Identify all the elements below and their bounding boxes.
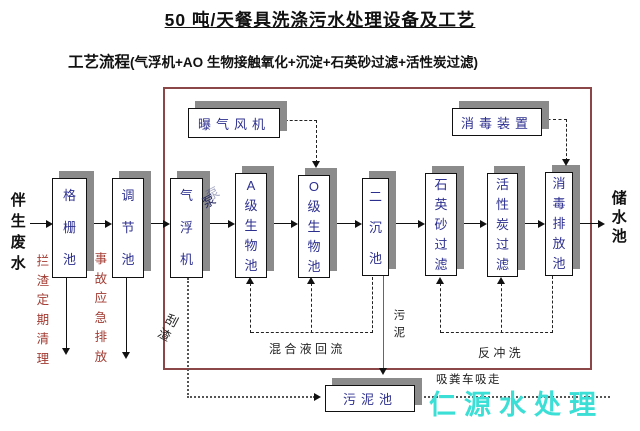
box-activated-carbon-filter: 活性炭过滤 xyxy=(487,173,518,277)
flow-arrowhead xyxy=(598,220,605,228)
aeration-arrowhead xyxy=(312,161,320,168)
watermark-logo-text: 仁源水处理 xyxy=(429,390,604,420)
flow-line xyxy=(518,223,539,224)
suction-note: 吸粪车吸走 xyxy=(436,374,501,386)
subtitle-detail: (气浮机+AO 生物接触氧化+沉淀+石英砂过滤+活性炭过滤) xyxy=(130,55,479,70)
backwash-label: 反 冲 洗 xyxy=(478,346,521,360)
box-aeration-blower-label: 曝气风机 xyxy=(197,116,270,132)
box-a-bio-tank: A级生物池 xyxy=(235,173,267,278)
drain-arrowhead xyxy=(122,352,130,359)
box-quartz-sand-filter: 石英砂过滤 xyxy=(425,173,457,276)
return-dashed-line xyxy=(250,283,251,333)
flow-line xyxy=(144,223,164,224)
box-aeration-blower: 曝气风机 xyxy=(188,108,280,138)
backwash-dashed-line xyxy=(552,276,553,333)
box-secondary-sedimentation: 二沉池 xyxy=(362,178,389,276)
box-disinfection-device: 消毒装置 xyxy=(452,108,542,136)
flow-arrowhead xyxy=(163,220,170,228)
backwash-dashed-line xyxy=(440,283,441,333)
disinfection-dashed-line xyxy=(542,119,567,120)
scum-dotted-line xyxy=(187,396,315,398)
process-subtitle: 工艺流程(气浮机+AO 生物接触氧化+沉淀+石英砂过滤+活性炭过滤) xyxy=(68,50,478,72)
box-regulating-tank: 调节池 xyxy=(112,178,144,278)
backwash-arrowhead xyxy=(497,277,505,284)
return-arrowhead xyxy=(246,277,254,284)
subtitle-prefix: 工艺流程 xyxy=(68,54,131,71)
box-disinfection-discharge-tank: 消毒排放池 xyxy=(545,172,573,276)
flow-line xyxy=(573,223,599,224)
scum-arrowhead xyxy=(314,393,321,401)
page-title: 50 吨/天餐具洗涤污水处理设备及工艺 xyxy=(164,10,476,30)
flow-line xyxy=(457,223,481,224)
drain-line xyxy=(126,278,127,354)
return-dashed-line xyxy=(372,277,373,333)
aeration-dashed-line xyxy=(280,120,317,121)
flow-line xyxy=(389,223,419,224)
box-sludge-tank: 污泥池 xyxy=(325,385,415,412)
box-screen-tank-label: 格栅池 xyxy=(62,188,76,267)
box-o-bio-tank: O级生物池 xyxy=(298,175,330,278)
disinfection-dashed-line xyxy=(566,119,567,161)
emergency-discharge-note: 事故应急排放 xyxy=(94,252,108,364)
box-disinfection-discharge-tank-label: 消毒排放池 xyxy=(552,176,566,271)
box-air-flotation-label: 气浮机 xyxy=(179,188,193,267)
return-dashed-line xyxy=(251,332,373,333)
sludge-arrowhead xyxy=(379,368,387,375)
suction-dotted-line xyxy=(415,396,610,398)
box-disinfection-device-label: 消毒装置 xyxy=(460,115,533,131)
influent-label: 伴生废水 xyxy=(10,192,26,272)
backwash-dashed-line xyxy=(441,332,553,333)
system-boundary-frame xyxy=(163,87,592,370)
return-arrowhead xyxy=(307,277,315,284)
backwash-dashed-line xyxy=(501,283,502,333)
flow-arrowhead xyxy=(228,220,235,228)
box-regulating-tank-label: 调节池 xyxy=(121,188,135,267)
box-sludge-tank-label: 污泥池 xyxy=(342,392,397,407)
box-quartz-sand-filter-label: 石英砂过滤 xyxy=(434,176,448,272)
flow-arrowhead xyxy=(538,220,545,228)
box-activated-carbon-filter-label: 活性炭过滤 xyxy=(495,177,509,272)
aeration-dashed-line xyxy=(316,120,317,163)
drain-arrowhead xyxy=(62,348,70,355)
disinfection-arrowhead xyxy=(562,159,570,166)
effluent-label: 储水池 xyxy=(611,190,627,245)
flow-arrowhead xyxy=(46,220,53,228)
mixed-liquor-return-label: 混 合 液 回 流 xyxy=(269,342,343,356)
backwash-arrowhead xyxy=(436,277,444,284)
flow-line xyxy=(330,223,356,224)
flow-arrowhead xyxy=(291,220,298,228)
flow-arrowhead xyxy=(480,220,487,228)
flow-arrowhead xyxy=(355,220,362,228)
box-secondary-sedimentation-label: 二沉池 xyxy=(368,188,382,266)
sludge-line xyxy=(383,276,384,368)
flow-arrowhead xyxy=(418,220,425,228)
flow-line xyxy=(267,223,292,224)
flow-arrowhead xyxy=(105,220,112,228)
flow-line xyxy=(87,223,106,224)
flow-line xyxy=(203,223,229,224)
flow-line xyxy=(30,223,47,224)
scum-dotted-line xyxy=(187,278,189,398)
box-o-bio-tank-label: O级生物池 xyxy=(307,178,321,274)
screen-maintenance-note: 拦渣定期清理 xyxy=(36,254,50,366)
box-screen-tank: 格栅池 xyxy=(52,178,87,278)
drain-line xyxy=(66,278,67,350)
return-dashed-line xyxy=(311,283,312,333)
box-air-flotation: 气浮机 xyxy=(170,178,203,278)
sludge-label: 污泥 xyxy=(393,310,406,339)
box-a-bio-tank-label: A级生物池 xyxy=(244,177,258,273)
